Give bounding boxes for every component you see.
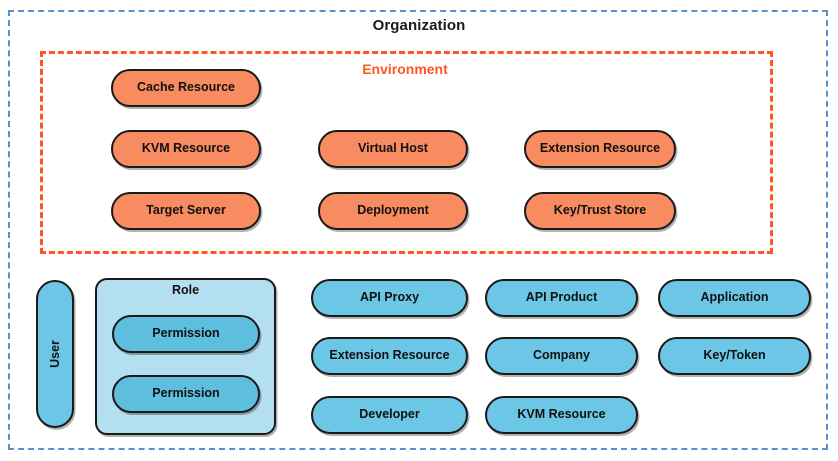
node-label: Key/Token — [703, 348, 766, 363]
node-label: KVM Resource — [517, 407, 606, 422]
node-label: Key/Trust Store — [553, 203, 647, 218]
node-label: Cache Resource — [137, 80, 235, 95]
node-target-server[interactable]: Target Server — [111, 192, 261, 230]
node-label: Developer — [359, 407, 420, 422]
node-permission[interactable]: Permission — [112, 375, 260, 413]
node-label: Deployment — [357, 203, 429, 218]
node-label: Application — [700, 290, 769, 305]
node-virtual-host[interactable]: Virtual Host — [318, 130, 468, 168]
node-permission[interactable]: Permission — [112, 315, 260, 353]
environment-boundary — [40, 51, 773, 254]
node-cache-resource[interactable]: Cache Resource — [111, 69, 261, 107]
node-label: API Product — [525, 290, 598, 305]
node-company[interactable]: Company — [485, 337, 638, 375]
node-key-token[interactable]: Key/Token — [658, 337, 811, 375]
node-key-trust-store[interactable]: Key/Trust Store — [524, 192, 676, 230]
node-label: API Proxy — [359, 290, 420, 305]
node-developer[interactable]: Developer — [311, 396, 468, 434]
node-api-proxy[interactable]: API Proxy — [311, 279, 468, 317]
node-kvm-resource[interactable]: KVM Resource — [111, 130, 261, 168]
node-label: Extension Resource — [539, 141, 661, 156]
node-label: Extension Resource — [329, 348, 450, 363]
organization-title: Organization — [372, 17, 466, 34]
node-label: Target Server — [146, 203, 226, 218]
node-deployment[interactable]: Deployment — [318, 192, 468, 230]
node-user[interactable]: User — [36, 280, 74, 428]
environment-label: Environment — [362, 61, 448, 77]
node-label: KVM Resource — [141, 141, 231, 156]
node-label: Company — [533, 348, 590, 363]
node-extension-resource[interactable]: Extension Resource — [311, 337, 468, 375]
node-label: Virtual Host — [358, 141, 428, 156]
node-user-label: User — [47, 340, 62, 368]
node-label: Permission — [152, 326, 220, 341]
node-api-product[interactable]: API Product — [485, 279, 638, 317]
node-extension-resource[interactable]: Extension Resource — [524, 130, 676, 168]
node-application[interactable]: Application — [658, 279, 811, 317]
organization-boundary — [8, 10, 828, 450]
node-label: Permission — [152, 386, 220, 401]
role-label: Role — [171, 283, 200, 297]
node-kvm-resource[interactable]: KVM Resource — [485, 396, 638, 434]
